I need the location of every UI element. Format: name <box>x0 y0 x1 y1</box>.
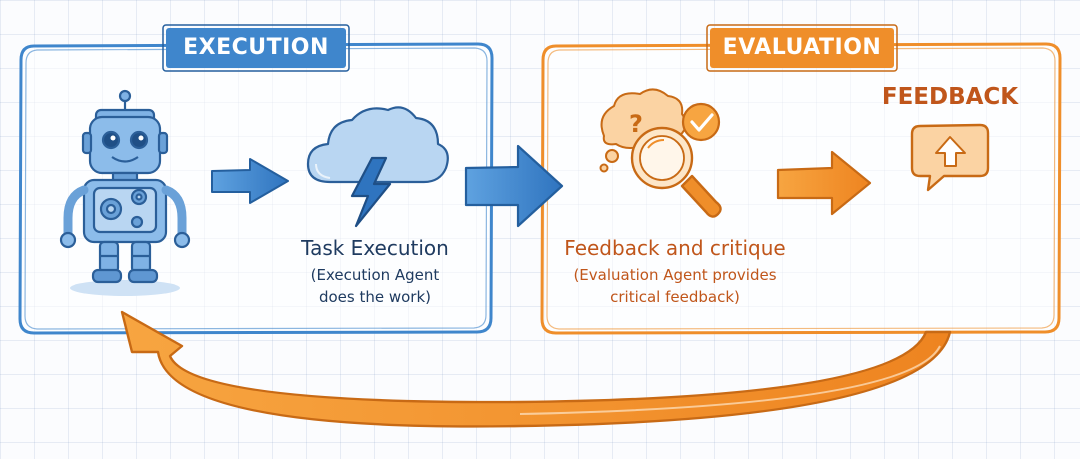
robot-icon <box>59 89 191 296</box>
small-blue-arrow <box>211 158 289 204</box>
cloud-lightning-icon <box>306 106 449 228</box>
task-execution-title: Task Execution <box>301 236 449 260</box>
execution-title: EXECUTION <box>183 35 329 60</box>
execution-title-tag <box>162 24 350 72</box>
orange-arrow <box>776 150 872 216</box>
feedback-upload-icon <box>910 123 990 192</box>
task-desc-line-2: does the work) <box>318 288 432 306</box>
svg-text:?: ? <box>629 110 643 138</box>
task-desc-line-1: (Execution Agent <box>310 266 440 284</box>
big-blue-arrow <box>464 144 564 228</box>
feedback-critique-description: (Evaluation Agent provides critical feed… <box>540 264 810 308</box>
magnifier-icon <box>630 126 722 218</box>
task-execution-description: (Execution Agent does the work) <box>270 264 480 308</box>
fb-desc-line-1: (Evaluation Agent provides <box>573 266 777 284</box>
check-badge-icon <box>681 102 721 142</box>
fb-desc-line-2: critical feedback) <box>610 288 740 306</box>
return-loop-arrow <box>120 310 952 428</box>
feedback-critique-title: Feedback and critique <box>564 236 786 260</box>
feedback-label: FEEDBACK <box>881 84 1019 110</box>
evaluation-title: EVALUATION <box>722 35 882 60</box>
evaluation-title-tag <box>706 24 898 72</box>
